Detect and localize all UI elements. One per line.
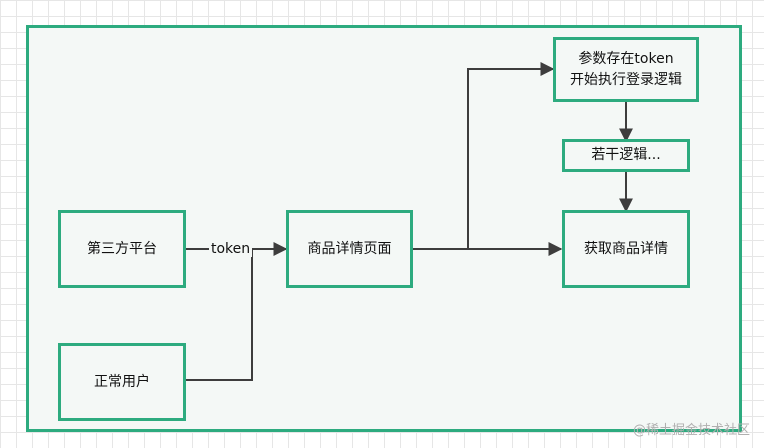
node-token-login: 参数存在token 开始执行登录逻辑 [553,37,699,102]
node-normal-user-label: 正常用户 [94,373,150,390]
edge-normal-user-to-detail [186,249,253,381]
edge-label-token: token [209,241,253,257]
node-logic-label: 若干逻辑... [591,147,661,163]
node-get-detail: 获取商品详情 [562,210,690,288]
node-detail-page: 商品详情页面 [286,210,413,288]
node-detail-page-label: 商品详情页面 [307,240,392,257]
node-normal-user: 正常用户 [58,343,186,421]
node-third-party-label: 第三方平台 [87,240,157,257]
edge-detail-to-token [413,62,555,250]
node-third-party: 第三方平台 [58,210,186,288]
node-login-logic-label: 开始执行登录逻辑 [570,71,682,88]
node-logic: 若干逻辑... [562,139,690,172]
watermark: @稀土掘金技术社区 [632,423,750,438]
node-store-token-label: 参数存在token [578,50,674,67]
node-get-detail-label: 获取商品详情 [584,240,668,257]
